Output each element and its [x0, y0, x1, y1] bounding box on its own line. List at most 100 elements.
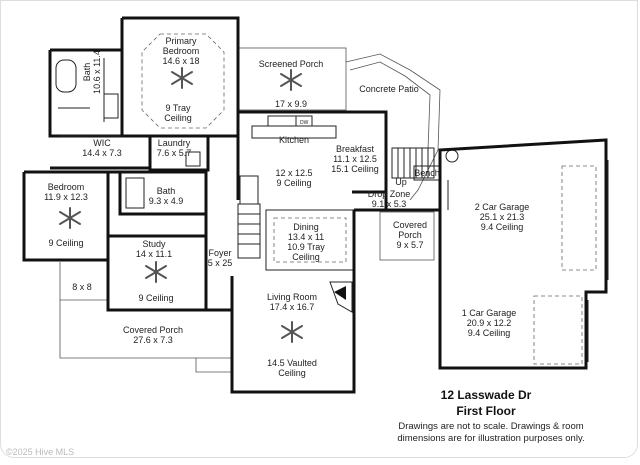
room-label-line: 9 Ceiling	[48, 238, 83, 248]
room-label-line: 9 Ceiling	[138, 293, 173, 303]
room-label-line: 9 Ceiling	[276, 178, 311, 188]
room-label-line: 8 x 8	[72, 282, 92, 292]
side-porch-outline	[379, 211, 435, 261]
room-label-line: 27.6 x 7.3	[133, 335, 173, 345]
living-room-walls	[230, 276, 356, 394]
room-label-bedroom-ceiling: 9 Ceiling	[48, 238, 83, 248]
room-label-line: 25.1 x 21.3	[480, 212, 525, 222]
primary-bedroom-tray	[141, 33, 225, 129]
room-label-line: Laundry	[158, 138, 191, 148]
room-label-line: Up	[395, 177, 407, 187]
room-label-line: Drop Zone	[368, 189, 411, 199]
covered-porch-front-outline	[59, 262, 232, 373]
room-label-line: 5 x 25	[208, 258, 233, 268]
room-label-line: Screened Porch	[259, 59, 324, 69]
room-label-line: Foyer	[208, 248, 231, 258]
laundry-walls	[148, 134, 210, 172]
room-label-line: 9.1 x 5.3	[372, 199, 407, 209]
fan-icon	[171, 67, 193, 89]
room-label-line: 13.4 x 11	[288, 232, 324, 242]
room-label-line: Living Room	[267, 292, 317, 302]
room-label-eight-by-eight: 8 x 8	[72, 282, 92, 292]
room-label-line: Bedroom	[163, 46, 200, 56]
room-label-line: 17 x 9.9	[275, 99, 307, 109]
room-label-line: 10.6 x 11.4	[92, 50, 102, 94]
dishwasher-label: DW	[300, 120, 309, 126]
copyright-watermark: ©2025 Hive MLS	[6, 447, 75, 457]
room-label-line: 14.4 x 7.3	[82, 148, 122, 158]
plan-floor: First Floor	[456, 404, 516, 418]
main-outer-walls	[204, 112, 440, 312]
room-label-kitchen: Kitchen	[279, 135, 309, 145]
concrete-patio-outline	[345, 53, 441, 201]
room-label-line: Covered Porch	[123, 325, 183, 335]
room-label-line: Concrete Patio	[359, 84, 419, 94]
room-label-line: 12 x 12.5	[275, 168, 312, 178]
room-label-line: 9 Tray	[165, 103, 191, 113]
room-label-line: Bench	[414, 168, 440, 178]
room-label-line: 20.9 x 12.2	[467, 318, 512, 328]
room-label-line: 7.6 x 5.7	[157, 148, 192, 158]
room-label-line: Covered	[393, 220, 427, 230]
room-label-line: Bath	[82, 63, 92, 82]
room-label-screened-porch-dim: 17 x 9.9	[275, 99, 307, 109]
room-label-line: 14.5 Vaulted	[267, 358, 317, 368]
room-label-line: Breakfast	[336, 144, 375, 154]
room-label-line: 14 x 11.1	[136, 249, 172, 259]
garage-walls	[438, 138, 609, 370]
room-label-line: 10.9 Tray	[287, 242, 325, 252]
room-label-line: 9.3 x 4.9	[149, 196, 184, 206]
room-label-concrete-patio: Concrete Patio	[359, 84, 419, 94]
room-label-line: 17.4 x 16.7	[270, 302, 315, 312]
room-label-line: Kitchen	[279, 135, 309, 145]
room-label-line: 2 Car Garage	[475, 202, 530, 212]
fan-icon	[280, 69, 302, 91]
room-label-line: Porch	[398, 230, 422, 240]
room-label-line: WIC	[93, 138, 111, 148]
room-label-line: Primary	[166, 36, 197, 46]
fan-icon	[281, 321, 303, 343]
room-label-line: Study	[142, 239, 166, 249]
plan-address: 12 Lasswade Dr	[441, 388, 532, 402]
room-label-line: 1 Car Garage	[462, 308, 517, 318]
room-label-line: Ceiling	[278, 368, 306, 378]
fan-icon	[145, 261, 167, 283]
room-label-line: Ceiling	[164, 113, 192, 123]
room-label-line: 11.9 x 12.3	[44, 192, 88, 202]
room-label-line: Ceiling	[292, 252, 320, 262]
room-label-line: 9 x 5.7	[396, 240, 423, 250]
fan-icon	[59, 207, 81, 229]
primary-suite-walls	[48, 16, 240, 170]
room-label-study-ceiling: 9 Ceiling	[138, 293, 173, 303]
disclaimer-line-1: Drawings are not to scale. Drawings & ro…	[398, 421, 583, 432]
room-label-line: 11.1 x 12.5	[333, 154, 377, 164]
room-label-line: 9.4 Ceiling	[468, 328, 511, 338]
disclaimer-line-2: dimensions are for illustration purposes…	[397, 433, 584, 444]
room-label-line: 14.6 x 18	[162, 56, 199, 66]
room-label-line: Dining	[293, 222, 319, 232]
room-label-up: Up	[395, 177, 407, 187]
room-label-line: 15.1 Ceiling	[331, 164, 379, 174]
room-label-bench: Bench	[414, 168, 440, 178]
